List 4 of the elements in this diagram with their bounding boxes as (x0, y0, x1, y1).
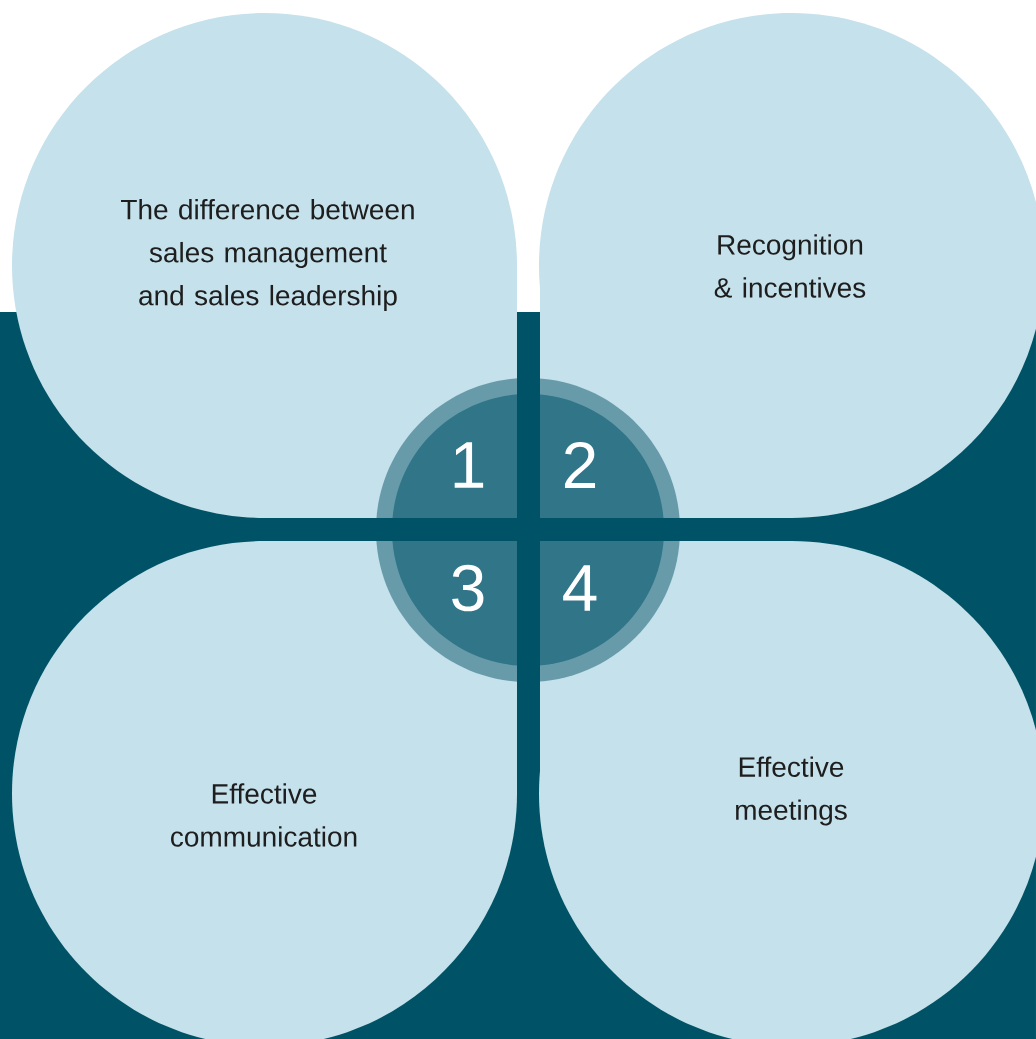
number: 2 (564, 441, 596, 489)
number: 4 (563, 565, 597, 611)
number: 1 (454, 442, 484, 488)
number: 3 (452, 564, 484, 612)
